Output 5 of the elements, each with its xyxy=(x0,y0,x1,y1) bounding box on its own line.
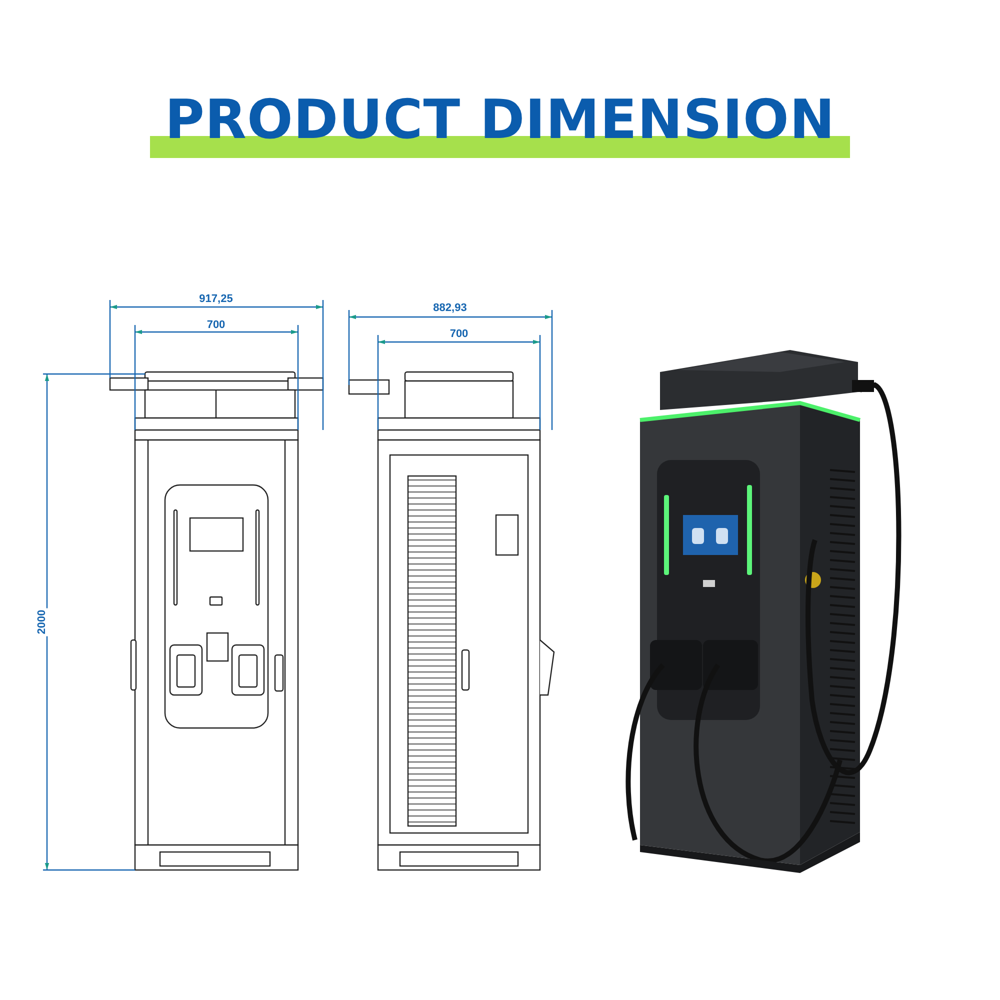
dimension-label: 2000 xyxy=(36,608,48,636)
dimension-label: 700 xyxy=(448,328,470,340)
dimension-label: 882,93 xyxy=(431,302,469,314)
dimension-label: 917,25 xyxy=(197,293,235,305)
dimension-label: 700 xyxy=(204,319,228,331)
